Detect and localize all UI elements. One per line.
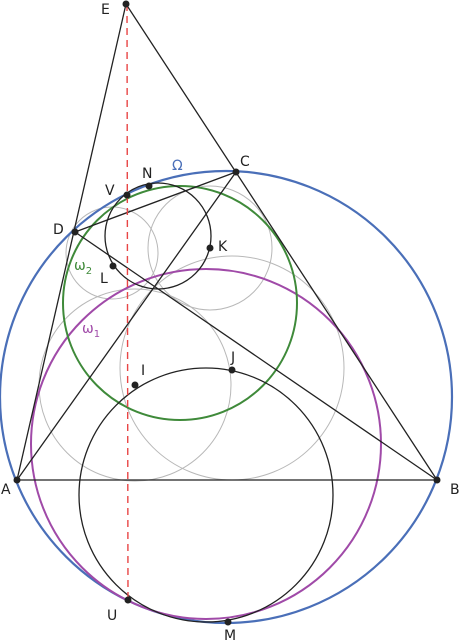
line-AC (16, 171, 237, 481)
label-U: U (107, 608, 117, 624)
dashed-line-EU (126, 3, 129, 601)
label-omega-1-main: ω (82, 321, 94, 337)
circle-J (78, 367, 334, 623)
label-J: J (230, 350, 235, 366)
circle-K (104, 182, 212, 290)
point-D (71, 228, 79, 236)
label-V: V (105, 183, 115, 199)
point-C (232, 168, 240, 176)
point-N (145, 182, 153, 190)
point-U (124, 596, 132, 604)
point-J (228, 366, 236, 374)
aux-circle-small-left (65, 206, 159, 300)
label-B: B (450, 482, 460, 498)
label-omega-2-main: ω (74, 258, 86, 274)
construction-lines (16, 3, 438, 481)
label-C: C (240, 154, 250, 170)
aux-circle-small-right (147, 185, 273, 311)
line-DC (74, 171, 237, 233)
label-E: E (101, 2, 110, 18)
point-L (109, 262, 117, 270)
label-K: K (218, 239, 228, 255)
point-M (224, 618, 232, 626)
point-E (122, 0, 130, 8)
label-omega-1-sub: 1 (94, 329, 100, 340)
point-I (131, 381, 139, 389)
label-L: L (100, 271, 108, 287)
line-EB (125, 3, 438, 481)
line-AE (16, 3, 127, 481)
label-omega-big: Ω (172, 158, 183, 174)
label-D: D (53, 222, 64, 238)
label-A: A (1, 482, 11, 498)
circle-omega-1 (30, 268, 382, 620)
point-A (13, 476, 21, 484)
line-DB (74, 231, 438, 481)
point-V (123, 191, 131, 199)
label-omega-2: ω2 (74, 258, 92, 277)
point-K (206, 244, 214, 252)
label-M: M (224, 628, 236, 642)
label-omega-2-sub: 2 (86, 266, 92, 277)
label-I: I (141, 363, 145, 379)
label-N: N (142, 166, 152, 182)
label-omega-1: ω1 (82, 321, 100, 340)
circle-omega-2 (62, 185, 298, 421)
point-B (433, 476, 441, 484)
points (13, 0, 441, 626)
